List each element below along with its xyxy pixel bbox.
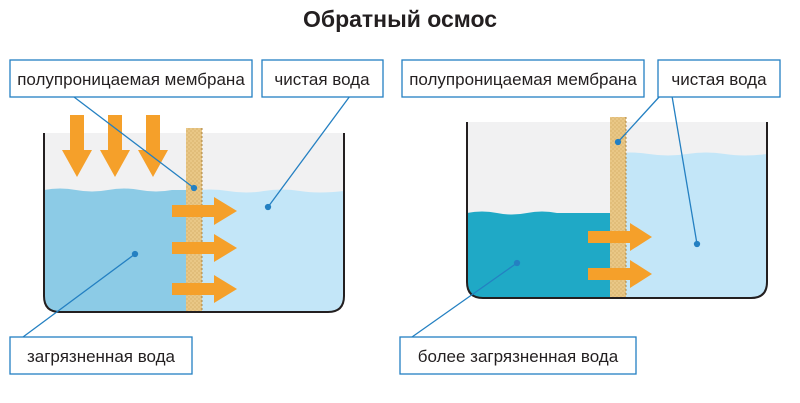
right-dirty-water-label: более загрязненная вода <box>418 347 619 366</box>
right-vessel-diagram <box>466 117 768 299</box>
left-membrane-label: полупроницаемая мембрана <box>17 70 245 89</box>
flow-arrow-1 <box>172 197 237 225</box>
left-membrane <box>186 128 202 312</box>
left-membrane-label-box: полупроницаемая мембрана <box>9 59 253 98</box>
pressure-arrow-3 <box>138 115 168 177</box>
left-clean-water-label: чистая вода <box>274 70 370 89</box>
pressure-arrow-2 <box>100 115 130 177</box>
flow-arrow-5 <box>588 260 652 288</box>
left-dirty-water-label-box: загрязненная вода <box>9 336 193 375</box>
right-membrane <box>610 117 626 298</box>
right-clean-water-label-box: чистая вода <box>657 59 781 98</box>
left-clean-water <box>192 189 344 312</box>
left-dirty-water-label: загрязненная вода <box>27 347 176 366</box>
flow-arrow-3 <box>172 275 237 303</box>
right-clean-water <box>611 152 767 298</box>
left-dirty-water <box>44 188 192 312</box>
left-clean-water-label-box: чистая вода <box>261 59 384 98</box>
leader-lines <box>22 95 701 338</box>
right-dirty-water <box>467 211 611 298</box>
left-flow-arrows <box>172 197 237 303</box>
diagram-title: Обратный осмос <box>303 6 497 32</box>
left-vessel-diagram <box>43 115 345 313</box>
pressure-arrow-1 <box>62 115 92 177</box>
pressure-arrows <box>62 115 168 177</box>
right-dirty-water-label-box: более загрязненная вода <box>399 336 637 375</box>
left-vessel-outline <box>43 133 345 313</box>
right-membrane-label: полупроницаемая мембрана <box>409 70 637 89</box>
right-clean-water-label: чистая вода <box>671 70 767 89</box>
right-membrane-label-box: полупроницаемая мембрана <box>401 59 645 98</box>
flow-arrow-4 <box>588 223 652 251</box>
flow-arrow-2 <box>172 234 237 262</box>
right-flow-arrows <box>588 223 652 288</box>
right-vessel-outline <box>466 122 768 299</box>
